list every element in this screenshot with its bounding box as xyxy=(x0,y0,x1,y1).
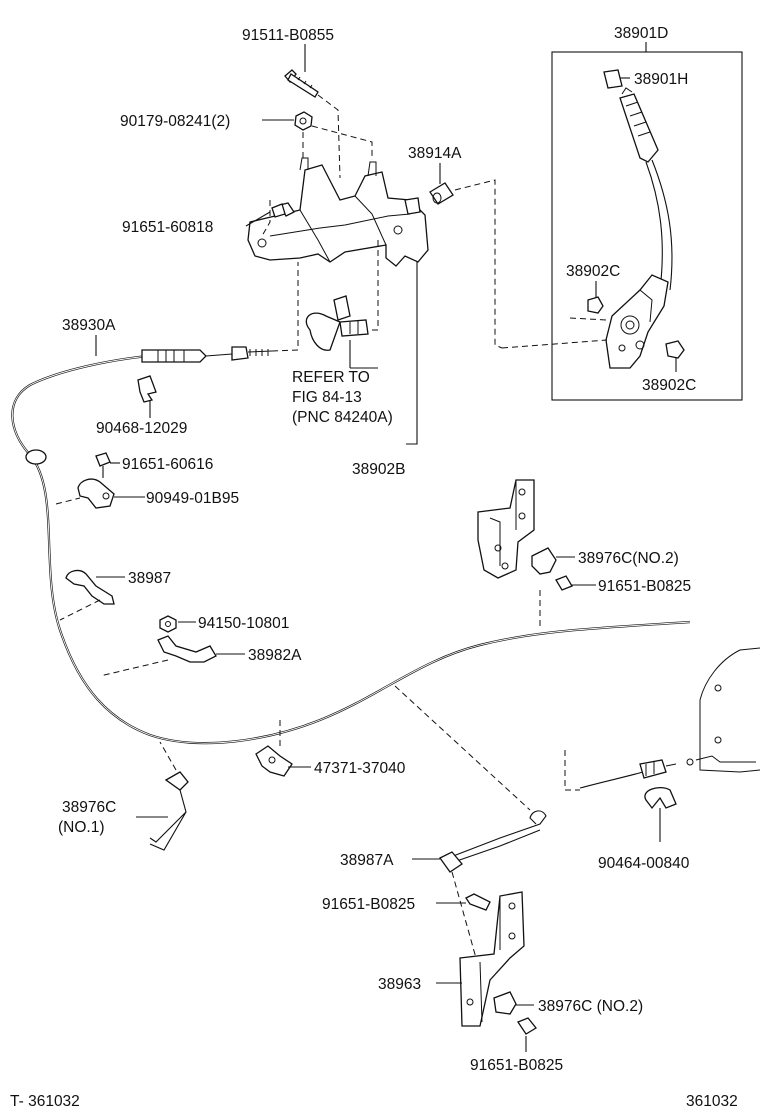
label-90468-12029: 90468-12029 xyxy=(96,420,187,437)
clamp-38982a-icon xyxy=(99,635,217,677)
label-38901d: 38901D xyxy=(614,25,668,42)
label-38930a: 38930A xyxy=(62,317,116,334)
label-91651-b0825-mid: 91651-B0825 xyxy=(322,896,415,913)
label-38987a: 38987A xyxy=(340,852,394,869)
label-91651-60616: 91651-60616 xyxy=(122,456,213,473)
label-38902c-top: 38902C xyxy=(566,263,620,280)
label-47371-37040: 47371-37040 xyxy=(314,760,406,777)
clip-38976c-no2-top-icon xyxy=(531,547,557,575)
clamp-47371-37040-icon xyxy=(255,716,293,777)
label-38976c-no1-line1: 38976C xyxy=(62,799,116,816)
label-38976c-no2-bottom: 38976C (NO.2) xyxy=(538,998,643,1015)
leader-lines xyxy=(95,42,677,1052)
label-38982a: 38982A xyxy=(248,647,302,664)
nut-94150-10801-icon xyxy=(159,615,177,633)
nut-90179-08241-icon xyxy=(294,111,373,160)
bracket-upper-right xyxy=(477,479,535,579)
bolt-91651-b0825-mid-icon xyxy=(465,893,491,911)
label-38914a: 38914A xyxy=(408,145,462,162)
bolt-91651-b0825-top-icon xyxy=(555,575,573,591)
clamp-90949-01b95-icon xyxy=(55,478,115,509)
clip-90468-12029-icon xyxy=(137,375,157,403)
footer-right-code: 361032 xyxy=(686,1093,738,1110)
label-91651-b0825-bottom: 91651-B0825 xyxy=(470,1057,563,1074)
label-refer-line1: REFER TO xyxy=(292,369,370,386)
label-38987: 38987 xyxy=(128,570,171,587)
switch-84240a-icon xyxy=(305,240,379,368)
shift-lever-bracket-38914a xyxy=(247,157,429,267)
label-91511-b0855: 91511-B0855 xyxy=(242,27,334,44)
label-90949-01b95: 90949-01B95 xyxy=(146,490,239,507)
clip-90464-00840-icon xyxy=(644,786,677,822)
bracket-38963 xyxy=(451,871,525,1027)
transmission-case xyxy=(579,647,760,789)
bushing-38914a-icon xyxy=(429,179,503,349)
bolt-91651-60818-icon xyxy=(261,200,295,237)
label-refer-line2: FIG 84-13 xyxy=(292,389,362,406)
label-38963: 38963 xyxy=(378,976,421,993)
bolt-91651-b0825-bottom-icon xyxy=(517,1017,537,1035)
guide-lines xyxy=(394,590,580,811)
bolt-91651-60616-icon xyxy=(95,452,111,478)
label-38901h: 38901H xyxy=(634,71,688,88)
label-38902b: 38902B xyxy=(352,461,405,478)
clip-38976c-no1-icon xyxy=(149,741,189,851)
label-38976c-no1-line2: (NO.1) xyxy=(58,819,105,836)
label-38902c-bottom: 38902C xyxy=(642,377,696,394)
clip-38987-icon xyxy=(59,569,115,621)
label-90179-08241: 90179-08241(2) xyxy=(120,113,230,130)
shift-lever-assembly-38901d xyxy=(501,51,743,401)
label-91651-b0825-top: 91651-B0825 xyxy=(598,578,691,595)
clip-38976c-no2-bottom-icon xyxy=(493,991,517,1015)
footer-left-code: T- 361032 xyxy=(10,1093,80,1110)
label-38976c-no2-top: 38976C(NO.2) xyxy=(578,550,679,567)
bolt-91511-b0855-icon xyxy=(284,69,341,179)
label-94150-10801: 94150-10801 xyxy=(198,615,289,632)
transfer-shift-cable-38930a xyxy=(11,262,691,745)
rod-38987a xyxy=(439,810,547,873)
label-90464-00840: 90464-00840 xyxy=(598,855,690,872)
label-91651-60818: 91651-60818 xyxy=(122,219,213,236)
label-refer-line3: (PNC 84240A) xyxy=(292,409,393,426)
